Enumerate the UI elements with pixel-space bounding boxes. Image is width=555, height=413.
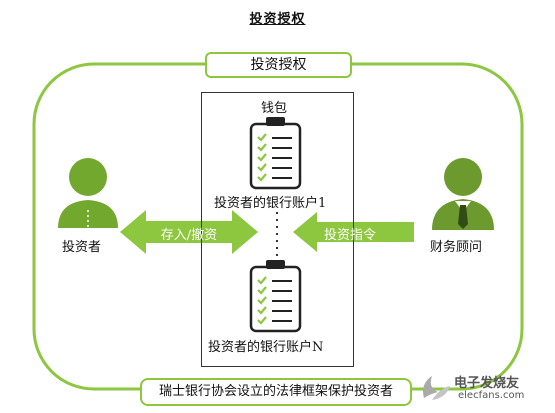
bank-account-n-label: 投资者的银行账户N — [208, 340, 324, 355]
watermark-logo-icon — [423, 376, 450, 400]
watermark: 电子发烧友 elecfans.com — [418, 368, 548, 408]
page-title: 投资授权 — [249, 12, 306, 27]
clipboard-checklist-icon-1 — [249, 117, 302, 190]
wallet-box — [201, 92, 354, 367]
advisor-label: 财务顾问 — [430, 240, 483, 255]
investment-instruction-label: 投资指令 — [323, 228, 376, 243]
wallet-label: 钱包 — [261, 101, 288, 116]
clipboard-checklist-icon-2 — [249, 260, 302, 333]
frame-label: 投资授权 — [205, 52, 352, 78]
investor-person-icon — [58, 158, 118, 228]
investor-label: 投资者 — [62, 240, 102, 255]
bank-account-1-label: 投资者的银行账户1 — [214, 196, 327, 211]
deposit-withdraw-arrow — [120, 210, 258, 254]
watermark-brand: 电子发烧友 — [454, 376, 520, 391]
deposit-withdraw-label: 存入/撤资 — [160, 228, 218, 243]
watermark-site: elecfans.com — [458, 390, 525, 401]
advisor-person-icon — [432, 158, 494, 230]
legal-framework-label: 瑞士银行协会设立的法律框架保护投资者 — [140, 378, 412, 406]
